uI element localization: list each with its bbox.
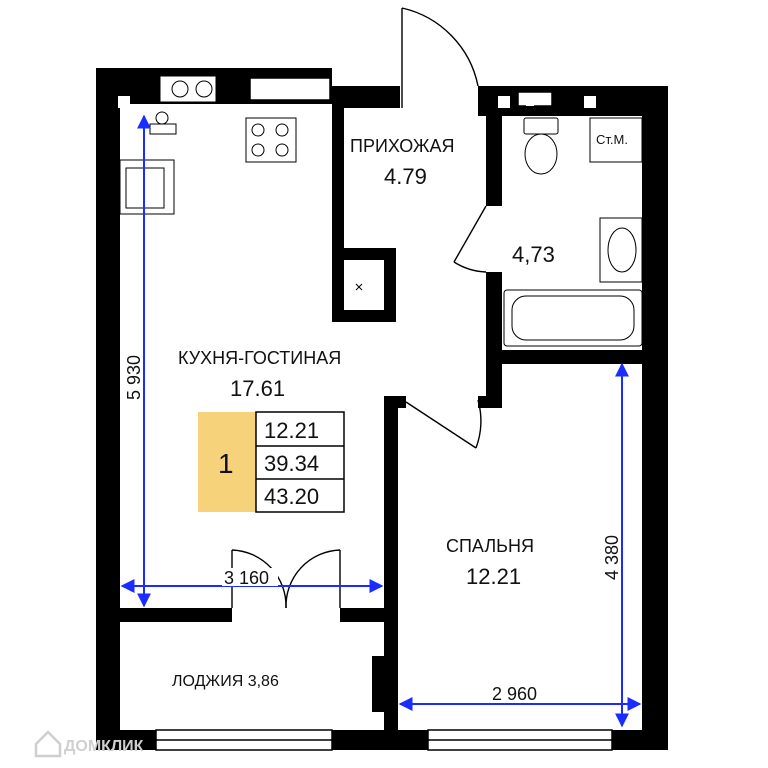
watermark: ДОМКЛИК xyxy=(34,730,144,758)
dim-kitchen-width: 3 160 xyxy=(224,568,269,588)
kitchen-living-name: КУХНЯ-ГОСТИНАЯ xyxy=(178,348,341,368)
wall-bottom-right xyxy=(612,730,668,750)
wall-hall-left xyxy=(332,86,344,248)
washer xyxy=(589,117,643,163)
fixtures xyxy=(119,75,643,347)
dim-bedroom-width: 2 960 xyxy=(492,684,537,704)
wall-loggia-top-left xyxy=(96,608,232,622)
doors xyxy=(231,7,487,609)
wall-loggia-top-right xyxy=(340,608,398,622)
living-area: 12.21 xyxy=(264,418,319,443)
house-icon xyxy=(34,730,62,758)
dim-bedroom-height: 4 380 xyxy=(602,535,622,580)
toilet-bowl xyxy=(524,133,558,175)
stove xyxy=(245,117,297,163)
area-no-loggia: 39.34 xyxy=(264,451,319,476)
hallway-name: ПРИХОЖАЯ xyxy=(350,136,455,156)
vents xyxy=(118,96,596,108)
walls xyxy=(96,68,668,750)
wall-bath-bottom xyxy=(486,350,646,364)
dim-kitchen-height: 5 930 xyxy=(124,355,144,400)
outer-wall-right xyxy=(642,86,668,750)
wall-bottom-left xyxy=(96,730,156,750)
bedroom-area: 12.21 xyxy=(466,564,521,589)
rooms-count: 1 xyxy=(218,448,234,479)
wall-hall-niche-top xyxy=(332,248,396,260)
wall-bedroom-stub-right xyxy=(478,396,502,408)
hallway-area: 4.79 xyxy=(384,164,427,189)
loggia-name: ЛОДЖИЯ 3,86 xyxy=(172,673,279,690)
outer-wall-left xyxy=(96,68,120,750)
window-bath-top xyxy=(517,91,553,107)
area-summary: 1 12.21 39.34 43.20 xyxy=(198,411,345,513)
toilet-tank xyxy=(523,117,559,135)
wall-bottom-center xyxy=(332,730,428,750)
rooms-count-badge xyxy=(198,412,256,512)
window-kitchen xyxy=(249,77,331,101)
bathroom-area: 4,73 xyxy=(512,242,555,267)
wall-loggia-right xyxy=(372,656,398,712)
wall-hall-niche-left xyxy=(332,260,344,322)
bedroom-name: СПАЛЬНЯ xyxy=(446,536,534,556)
wall-hall-niche-right xyxy=(384,248,396,322)
wall-bath-left-bottom xyxy=(486,272,502,406)
watermark-text: ДОМКЛИК xyxy=(64,738,144,755)
kitchen-living-area: 17.61 xyxy=(230,376,285,401)
bathtub xyxy=(503,289,643,347)
outer-wall-top-hall xyxy=(332,86,400,108)
sink xyxy=(599,217,643,283)
wall-bath-left-top xyxy=(486,86,502,206)
washer-label: Ст.М. xyxy=(596,132,628,147)
total-area: 43.20 xyxy=(264,484,319,509)
wall-hall-niche-bottom xyxy=(332,310,396,322)
wall-bedroom-stub xyxy=(384,396,406,408)
